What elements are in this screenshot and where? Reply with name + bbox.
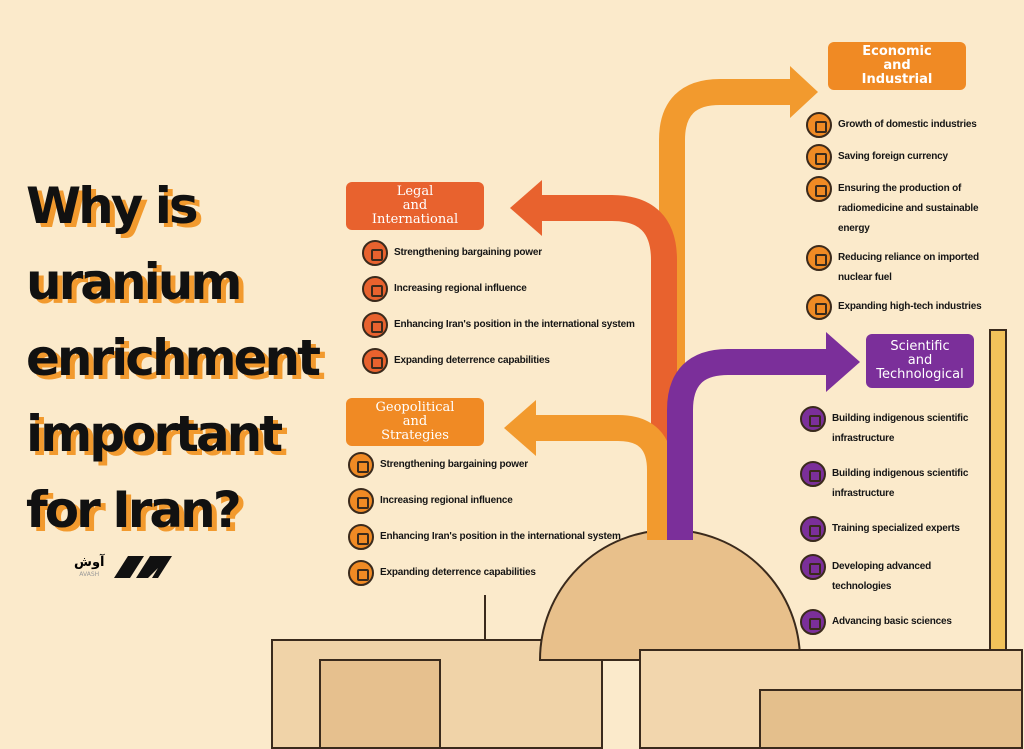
arrow-legal-head [510,180,542,236]
list-item-legal: Strengthening bargaining power [362,240,672,266]
item-list-scientific: Building indigenous scientific infrastru… [800,406,976,635]
list-item-scientific: Building indigenous scientific infrastru… [800,461,976,504]
list-item-economic: Growth of domestic industries [806,112,996,138]
title-word: International [371,212,459,227]
page-title: Why is uranium enrichment important for … [26,168,321,548]
item-label: Reducing reliance on imported nuclear fu… [838,252,979,283]
list-item-legal: Expanding deterrence capabilities [362,348,672,374]
item-label: Training specialized experts [832,523,960,534]
title-line: important [26,405,283,463]
logo-text: آوش [74,555,105,570]
title-line: Why is [26,177,199,235]
category-geopolitical-title: Geopolitical and Strategies [346,398,484,446]
item-label: Saving foreign currency [838,151,948,162]
raised-fist-icon [362,312,388,338]
list-item-scientific: Training specialized experts [800,516,976,542]
item-label: Increasing regional influence [380,495,513,506]
arrow-economic-head [790,66,818,118]
title-word: Economic [862,44,932,59]
iran-map-icon [348,488,374,514]
title-word: Geopolitical [375,400,455,415]
list-item-geopolitical: Strengthening bargaining power [348,452,658,478]
item-label: Advancing basic sciences [832,616,952,627]
power-plant-illustration [271,329,1023,749]
item-label: Growth of domestic industries [838,119,977,130]
title-word: and [402,414,428,429]
logo: آوش AVASH [74,555,173,579]
list-item-geopolitical: Enhancing Iran's position in the interna… [348,524,658,550]
list-item-scientific: Building indigenous scientific infrastru… [800,406,976,449]
item-label: Enhancing Iran's position in the interna… [380,531,621,542]
arrow-geopolitical-head [504,400,536,456]
list-item-scientific: Advancing basic sciences [800,609,976,635]
item-label: Strengthening bargaining power [380,459,528,470]
list-item-legal: Enhancing Iran's position in the interna… [362,312,672,338]
title-word: and [402,198,428,213]
arrows [504,66,860,540]
title-word: and [907,353,933,368]
item-label: Enhancing Iran's position in the interna… [394,319,635,330]
title-word: Strategies [381,428,449,443]
item-label: Expanding high-tech industries [838,301,982,312]
list-item-geopolitical: Expanding deterrence capabilities [348,560,658,586]
atom-icon [800,609,826,635]
list-item-scientific: Developing advanced technologies [800,554,976,597]
money-bag-icon [806,144,832,170]
nuclear-fuel-icon [806,245,832,271]
computer-icon [800,554,826,580]
item-label: Building indigenous scientific infrastru… [832,413,969,444]
arrow-scientific-head [826,332,860,392]
title-word: Scientific [890,339,950,354]
expert-icon [800,516,826,542]
solar-energy-icon [806,176,832,202]
official-person-icon [362,276,388,302]
item-label: Expanding deterrence capabilities [380,567,536,578]
handshake-icon [348,452,374,478]
arrow-geopolitical [534,415,673,540]
item-label: Developing advanced technologies [832,561,932,592]
list-item-economic: Reducing reliance on imported nuclear fu… [806,245,996,288]
radiation-shield-icon [362,240,388,266]
list-item-economic: Expanding high-tech industries [806,294,996,320]
list-item-legal: Increasing regional influence [362,276,672,302]
list-item-geopolitical: Increasing regional influence [348,488,658,514]
item-label: Expanding deterrence capabilities [394,355,550,366]
title-word: and [883,58,911,73]
document-radiation-icon [362,348,388,374]
item-label: Increasing regional influence [394,283,527,294]
shield-missile-icon [348,560,374,586]
list-item-economic: Ensuring the production of radiomedicine… [806,176,996,239]
arrow-legal [540,195,677,540]
item-label: Ensuring the production of radiomedicine… [838,183,979,234]
title-line: enrichment [26,329,321,387]
item-label: Strengthening bargaining power [394,247,542,258]
title-word: Legal [396,184,434,199]
category-legal-title: Legal and International [346,182,484,230]
item-label: Building indigenous scientific infrastru… [832,468,969,499]
list-item-economic: Saving foreign currency [806,144,996,170]
chip-icon [806,294,832,320]
idea-gear-icon [800,461,826,487]
lab-icon [800,406,826,432]
title-word: Technological [876,367,964,382]
arrow-scientific [667,349,828,540]
globe-icon [348,524,374,550]
logo-mark-icon [114,556,173,578]
title-line: uranium [26,253,242,311]
title-word: Industrial [861,72,933,87]
category-economic-title: Economic and Industrial [828,42,966,90]
factory-icon [806,112,832,138]
logo-subtext: AVASH [79,571,100,578]
arrow-economic [659,79,792,540]
title-line: for Iran? [26,481,242,539]
category-scientific-title: Scientific and Technological [866,334,974,388]
